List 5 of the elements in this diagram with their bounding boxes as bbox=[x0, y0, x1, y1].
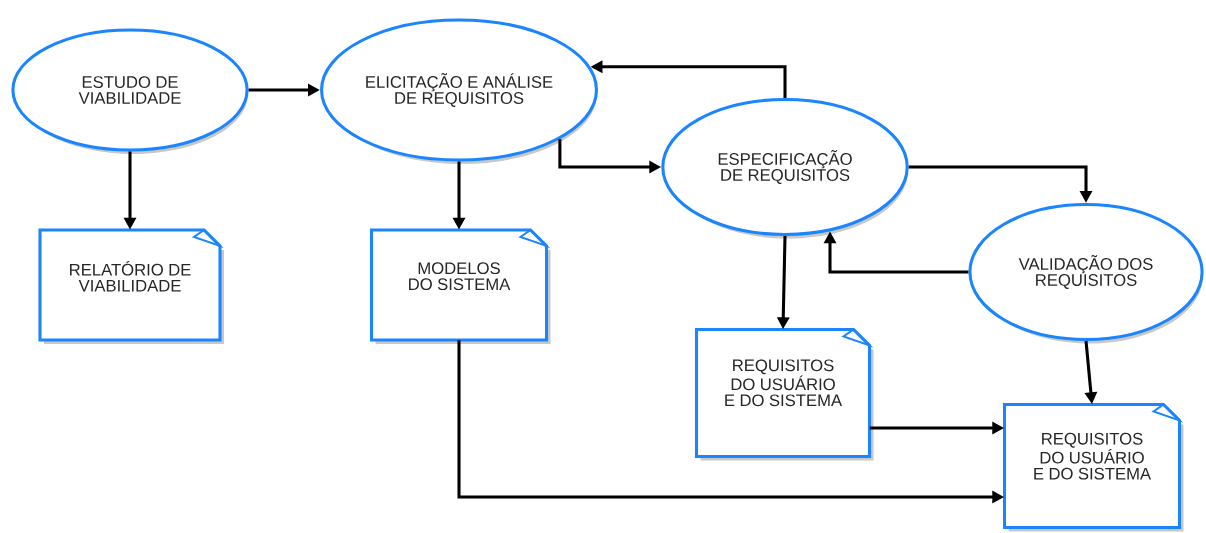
document-box: MODELOS DO SISTEMA bbox=[369, 228, 551, 344]
document-box: REQUISITOS DO USUÁRIO E DO SISTEMA bbox=[1002, 402, 1184, 532]
node-label: VALIDAÇÃO DOS REQUISITOS bbox=[1018, 255, 1153, 289]
document-box: REQUISITOS DO USUÁRIO E DO SISTEMA bbox=[694, 327, 874, 461]
document-box: RELATÓRIO DE VIABILIDADE bbox=[38, 228, 224, 344]
